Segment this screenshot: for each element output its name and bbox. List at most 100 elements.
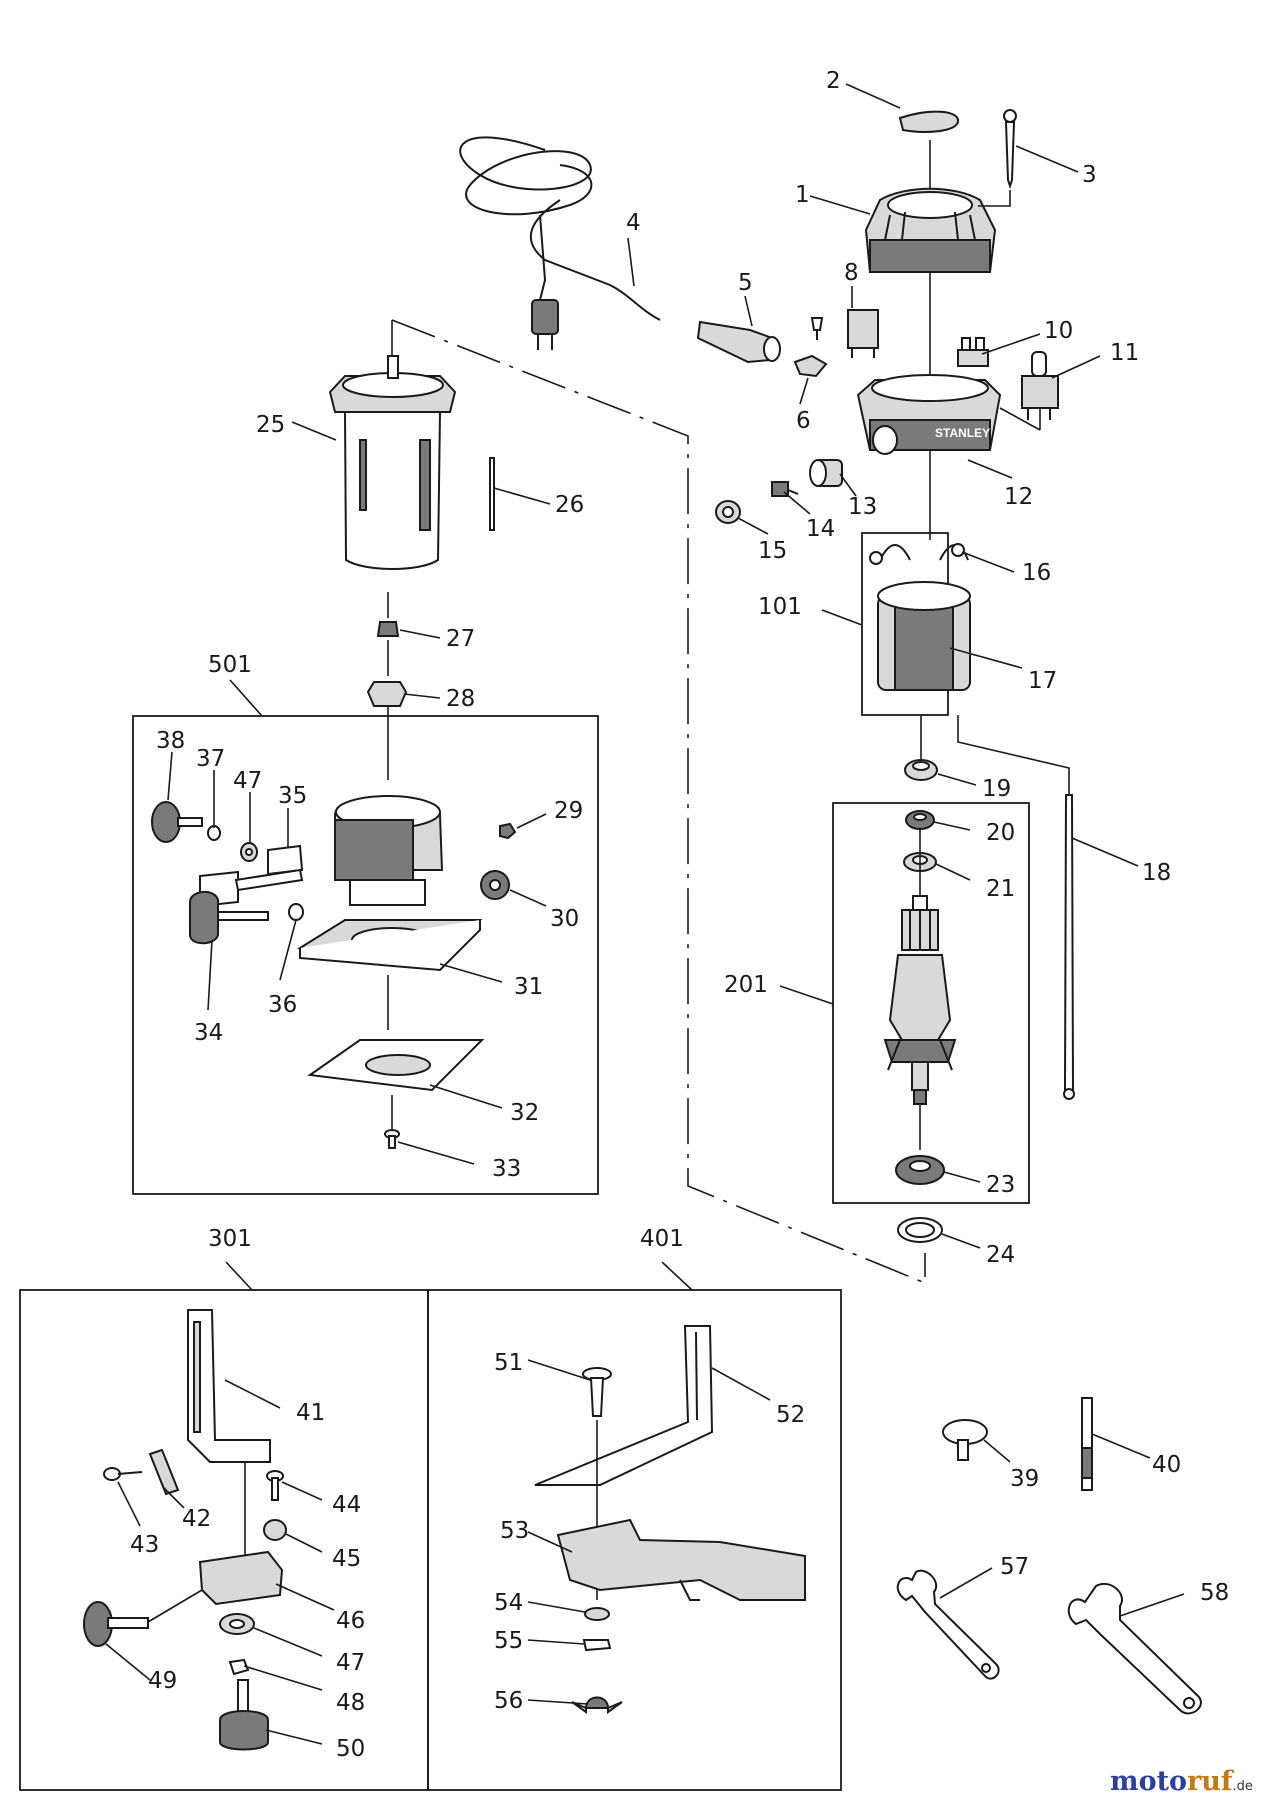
label-39: 39: [1010, 1466, 1039, 1492]
label-20: 20: [986, 820, 1015, 846]
label-26: 26: [555, 492, 584, 518]
washer-37: [207, 825, 221, 841]
label-37: 37: [196, 746, 225, 772]
motor-housing: [328, 355, 457, 570]
housing-brand-text: STANLEY: [935, 426, 990, 440]
clamp-plate-42: [148, 1448, 180, 1496]
label-18: 18: [1142, 860, 1171, 886]
bushing: [809, 459, 843, 487]
router-base: [296, 795, 483, 972]
coil-screw: [1063, 794, 1075, 1100]
label-56: 56: [494, 1688, 523, 1714]
washer-54: [584, 1607, 610, 1621]
cable-clamp: [793, 317, 828, 378]
label-30: 30: [550, 906, 579, 932]
label-57: 57: [1000, 1554, 1029, 1580]
axis-line: [957, 715, 1070, 795]
label-plate: [898, 110, 959, 133]
label-17: 17: [1028, 668, 1057, 694]
label-301: 301: [208, 1226, 252, 1252]
nut-48: [228, 1658, 250, 1676]
label-46: 46: [336, 1608, 365, 1634]
label-2: 2: [826, 68, 841, 94]
label-4: 4: [626, 210, 641, 236]
gear-housing: STANLEY: [856, 374, 1041, 455]
label-29: 29: [554, 798, 583, 824]
guide-bracket-41: [187, 1309, 271, 1463]
group-box-201: [832, 802, 1030, 1204]
label-401: 401: [640, 1226, 684, 1252]
key-39: [942, 1419, 988, 1461]
label-41: 41: [296, 1400, 325, 1426]
long-screw: [1003, 109, 1017, 190]
label-44: 44: [332, 1492, 361, 1518]
label-3: 3: [1082, 162, 1097, 188]
label-25: 25: [256, 412, 285, 438]
label-36: 36: [268, 992, 297, 1018]
label-8: 8: [844, 260, 859, 286]
lock-pin: [771, 481, 799, 497]
stop-50: [219, 1679, 269, 1751]
label-6: 6: [796, 408, 811, 434]
label-52: 52: [776, 1402, 805, 1428]
bearing-20: [905, 810, 935, 830]
label-50: 50: [336, 1736, 365, 1762]
wedge-26: [489, 457, 495, 531]
label-501: 501: [208, 652, 252, 678]
wing-nut-56: [571, 1696, 623, 1714]
svg-text:motoruf.de: motoruf.de: [1110, 1766, 1253, 1797]
washer-55: [582, 1639, 612, 1652]
label-35: 35: [278, 783, 307, 809]
label-53: 53: [500, 1518, 529, 1544]
axis-line: [147, 1589, 203, 1623]
label-33: 33: [492, 1156, 521, 1182]
field-coil: [869, 543, 971, 691]
label-42: 42: [182, 1506, 211, 1532]
gear-knob-30: [480, 870, 510, 900]
base-nut-29: [499, 822, 517, 840]
label-12: 12: [1004, 484, 1033, 510]
label-32: 32: [510, 1100, 539, 1126]
label-1: 1: [795, 182, 810, 208]
part-labels: 2 1 3 4 5 8 10 11 6 12 13 14 15 16 101 1…: [130, 68, 1229, 1762]
watermark-tld: .de: [1233, 1779, 1253, 1794]
group-box-501: [132, 715, 599, 1195]
label-54: 54: [494, 1590, 523, 1616]
label-10: 10: [1044, 318, 1073, 344]
bearing-19: [904, 759, 938, 781]
label-24: 24: [986, 1242, 1015, 1268]
label-51: 51: [494, 1350, 523, 1376]
knob-38: [151, 801, 203, 843]
label-21: 21: [986, 876, 1015, 902]
bearing-23: [895, 1155, 945, 1185]
watermark-logo: motoruf.de: [1110, 1766, 1253, 1797]
label-14: 14: [806, 516, 835, 542]
label-101: 101: [758, 594, 802, 620]
wrench-57: [896, 1569, 1000, 1680]
screw-33: [384, 1129, 400, 1149]
label-11: 11: [1110, 340, 1139, 366]
washer-47-base: [240, 842, 258, 862]
washer-36: [288, 903, 304, 921]
switch: [1021, 351, 1059, 420]
pin-40: [1081, 1397, 1093, 1491]
group-box-401: [427, 1289, 842, 1791]
collet: [376, 621, 400, 637]
label-27: 27: [446, 626, 475, 652]
leader-lines: [105, 83, 1185, 1745]
bushing-45: [263, 1519, 287, 1541]
screw-44: [266, 1470, 284, 1501]
sub-base-32: [307, 1039, 485, 1092]
armature: [883, 895, 957, 1105]
label-16: 16: [1022, 560, 1051, 586]
label-40: 40: [1152, 1452, 1181, 1478]
label-47-base: 47: [233, 768, 262, 794]
label-43: 43: [130, 1532, 159, 1558]
label-55: 55: [494, 1628, 523, 1654]
wrench-58: [1067, 1583, 1202, 1715]
pin-51: [582, 1367, 612, 1417]
label-31: 31: [514, 974, 543, 1000]
guide-arm-52: [534, 1325, 714, 1486]
watermark-prefix: moto: [1110, 1766, 1187, 1797]
terminal-block: [957, 337, 989, 367]
